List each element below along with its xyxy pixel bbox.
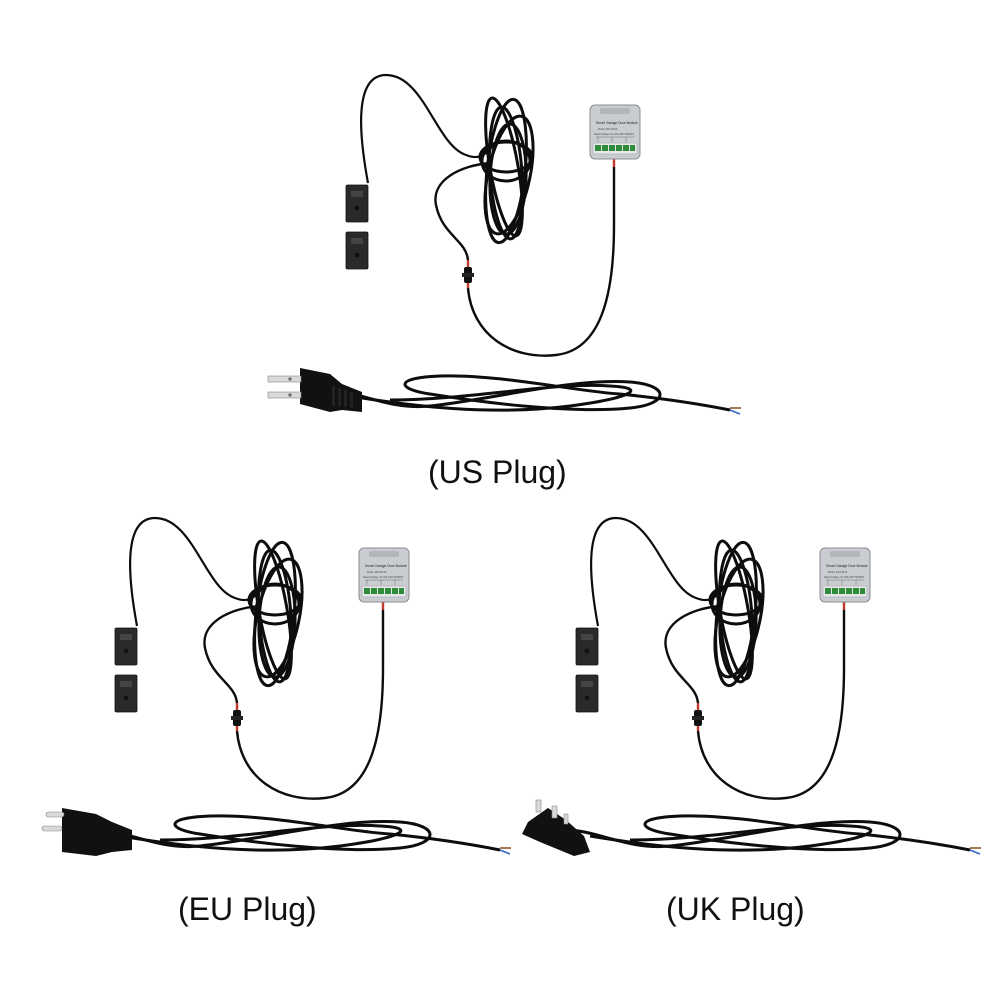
eu-power-cord: [98, 814, 513, 856]
us-kit: Smart Garage Door Module Model: MS-105-W…: [344, 73, 642, 358]
uk-plug-icon: [522, 799, 590, 856]
module-title: Smart Garage Door Module: [365, 564, 407, 568]
module-voltage: Rated Voltage: AC 100-240V 50/60Hz: [824, 576, 865, 579]
uk-plug-caption: (UK Plug): [666, 891, 805, 927]
us-plug-icon: [267, 368, 362, 412]
uk-power-cord: [568, 814, 983, 856]
module-title: Smart Garage Door Module: [596, 121, 638, 125]
uk-kit: Smart Garage Door Module Model: MS-105-W…: [574, 516, 872, 801]
eu-plug-icon: [41, 808, 132, 856]
eu-kit: Smart Garage Door Module Model: MS-105-W…: [113, 516, 411, 801]
module-model: Model: MS-105-W: [598, 128, 618, 131]
us-plug-caption: (US Plug): [428, 454, 567, 490]
us-power-cord: [328, 374, 743, 416]
module-title: Smart Garage Door Module: [826, 564, 868, 568]
module-model: Model: MS-105-W: [828, 571, 848, 574]
module-voltage: Rated Voltage: AC 100-240V 50/60Hz: [363, 576, 404, 579]
module-model: Model: MS-105-W: [367, 571, 387, 574]
module-voltage: Rated Voltage: AC 100-240V 50/60Hz: [594, 133, 635, 136]
eu-plug-caption: (EU Plug): [178, 891, 317, 927]
